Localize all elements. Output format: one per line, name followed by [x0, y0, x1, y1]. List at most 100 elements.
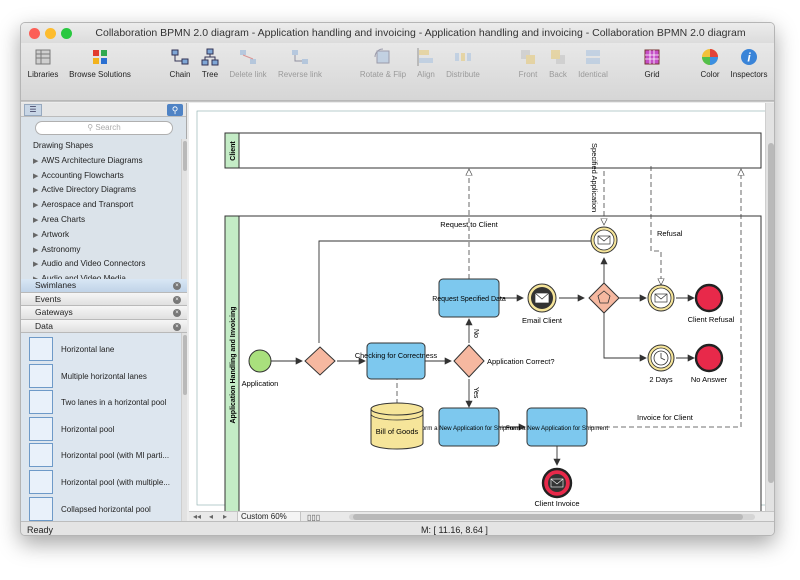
expand-triangle-icon[interactable]: ▶ — [33, 231, 39, 239]
inspectors-button[interactable]: i Inspectors — [725, 47, 773, 79]
expand-triangle-icon[interactable]: ▶ — [33, 172, 39, 180]
close-window-icon[interactable] — [29, 28, 40, 39]
stencil-header[interactable]: Gateways× — [21, 306, 187, 320]
form-application-task-2[interactable] — [526, 407, 588, 447]
library-item[interactable]: ▶Artwork — [21, 228, 181, 243]
checking-task[interactable] — [366, 342, 426, 380]
reverse-link-button[interactable]: Reverse link — [273, 47, 327, 79]
maximize-window-icon[interactable] — [61, 28, 72, 39]
shape-thumbnail-icon — [29, 363, 53, 388]
delete-link-button[interactable]: Delete link — [225, 47, 271, 79]
close-stencil-icon[interactable]: × — [173, 322, 181, 331]
library-item-label: AWS Architecture Diagrams — [41, 155, 143, 165]
shape-label: Multiple horizontal lanes — [61, 371, 147, 381]
bpmn-diagram[interactable]: Client Application Handling and Invoicin… — [189, 103, 775, 514]
library-item[interactable]: ▶Accounting Flowcharts — [21, 169, 181, 184]
no-answer-end-event[interactable] — [694, 343, 724, 373]
start-event[interactable] — [248, 349, 272, 373]
shape-item[interactable]: Multiple horizontal lanes — [29, 363, 184, 390]
expand-triangle-icon[interactable]: ▶ — [33, 246, 39, 254]
merge-gateway[interactable] — [304, 346, 336, 376]
reverse-link-icon — [292, 50, 308, 64]
rotate-flip-button[interactable]: Rotate & Flip — [355, 47, 411, 79]
library-search-input[interactable]: ⚲ Search — [35, 121, 173, 135]
library-item-label: Artwork — [41, 229, 70, 239]
front-button[interactable]: Front — [515, 47, 541, 79]
library-item[interactable]: ▶Audio and Video Connectors — [21, 257, 181, 272]
delete-link-label: Delete link — [229, 70, 267, 79]
expand-triangle-icon[interactable]: ▶ — [33, 216, 39, 224]
library-item[interactable]: ▶Area Charts — [21, 213, 181, 228]
library-item[interactable]: ▶Aerospace and Transport — [21, 198, 181, 213]
search-placeholder: Search — [95, 123, 121, 132]
canvas-hscroll-thumb[interactable] — [353, 514, 743, 520]
shape-item[interactable]: Horizontal lane — [29, 337, 184, 363]
timer-label: 2 Days — [649, 375, 673, 384]
shape-item[interactable]: Two lanes in a horizontal pool — [29, 390, 184, 416]
close-stencil-icon[interactable]: × — [173, 282, 181, 290]
expand-triangle-icon[interactable]: ▶ — [33, 157, 39, 165]
tab-search-icon[interactable]: ⚲ — [167, 104, 183, 116]
library-item-label: Audio and Video Media — [41, 274, 126, 283]
page-first-icon[interactable]: ◂◂ — [193, 512, 202, 521]
grid-button[interactable]: Grid — [639, 47, 665, 79]
distribute-button[interactable]: Distribute — [441, 47, 485, 79]
canvas-vscroll-thumb[interactable] — [768, 143, 774, 483]
browse-solutions-icon — [93, 50, 107, 64]
library-item[interactable]: Drawing Shapes — [21, 139, 181, 154]
diagram-canvas[interactable]: Client Application Handling and Invoicin… — [189, 103, 775, 514]
shape-item[interactable]: Horizontal pool (with multiple... — [29, 470, 184, 496]
refusal-label: Refusal — [657, 229, 683, 238]
expand-triangle-icon[interactable]: ▶ — [33, 202, 39, 210]
browse-solutions-button[interactable]: Browse Solutions — [65, 47, 135, 79]
library-item[interactable]: ▶AWS Architecture Diagrams — [21, 154, 181, 169]
stencil-label: Swimlanes — [35, 280, 77, 290]
gateway-question-label: Application Correct? — [487, 357, 555, 366]
stencil-header[interactable]: Swimlanes × — [21, 279, 187, 293]
tree-button[interactable]: Tree — [197, 47, 223, 79]
library-item[interactable]: ▶Astronomy — [21, 243, 181, 258]
shape-label: Horizontal pool — [61, 424, 115, 434]
shape-item[interactable]: Horizontal pool (with MI parti... — [29, 443, 184, 469]
canvas-vertical-scrollbar[interactable] — [765, 103, 774, 511]
zoom-select[interactable]: Custom 60% — [237, 512, 301, 522]
shapes-scrollbar[interactable] — [181, 333, 187, 521]
stencil-header[interactable]: Data× — [21, 319, 187, 333]
libraries-button[interactable]: Libraries — [25, 47, 61, 79]
library-scrollbar[interactable] — [181, 139, 187, 279]
color-button[interactable]: Color — [697, 47, 723, 79]
client-invoice-label: Client Invoice — [534, 499, 579, 508]
shapes-scrollbar-thumb[interactable] — [183, 335, 187, 395]
shape-thumbnail-icon — [29, 443, 53, 468]
expand-triangle-icon[interactable]: ▶ — [33, 261, 39, 269]
shape-item[interactable]: Collapsed horizontal pool — [29, 496, 184, 523]
client-refusal-end-event[interactable] — [694, 283, 724, 313]
stencil-header[interactable]: Events× — [21, 292, 187, 306]
library-item[interactable]: ▶Active Directory Diagrams — [21, 183, 181, 198]
page-view-buttons[interactable]: ▯▯▯ — [307, 513, 321, 522]
checking-task-line: Checking for Correctness — [355, 351, 438, 360]
libraries-label: Libraries — [27, 70, 59, 79]
tab-libraries-tree-icon[interactable]: ☰ — [24, 104, 42, 116]
page-prev-icon[interactable]: ◂ — [209, 512, 214, 521]
event-gateway[interactable] — [588, 282, 620, 314]
reverse-link-label: Reverse link — [277, 70, 322, 79]
identical-button[interactable]: Identical — [573, 47, 613, 79]
close-stencil-icon[interactable]: × — [173, 309, 181, 317]
expand-triangle-icon[interactable]: ▶ — [33, 187, 39, 195]
shape-item[interactable]: Horizontal pool — [29, 416, 184, 443]
align-button[interactable]: Align — [413, 47, 439, 79]
page-next-icon[interactable]: ▸ — [223, 512, 228, 521]
client-pool[interactable]: Client — [224, 132, 762, 169]
back-button[interactable]: Back — [545, 47, 571, 79]
close-stencil-icon[interactable]: × — [173, 295, 181, 304]
minimize-window-icon[interactable] — [45, 28, 56, 39]
bill-of-goods-datastore[interactable]: Bill of Goods — [370, 402, 424, 450]
library-scrollbar-thumb[interactable] — [183, 141, 187, 171]
request-task[interactable] — [438, 278, 500, 318]
canvas-horizontal-scrollbar[interactable] — [349, 514, 755, 520]
chain-button[interactable]: Chain — [167, 47, 193, 79]
correct-gateway[interactable] — [453, 344, 485, 378]
svg-text:i: i — [747, 51, 751, 65]
form-application-task-1[interactable] — [438, 407, 500, 447]
